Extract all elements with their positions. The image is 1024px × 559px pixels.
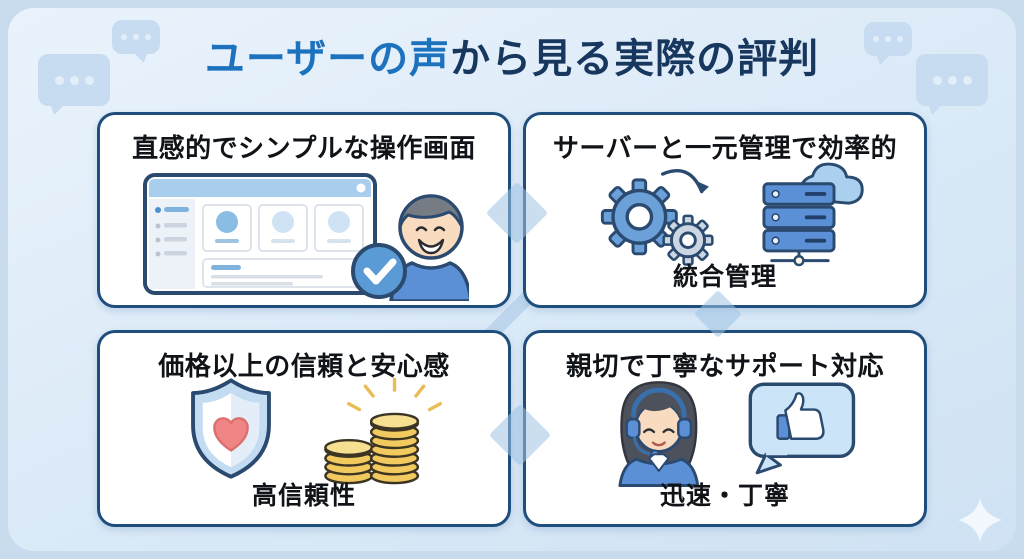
chat-bubble-icon (916, 54, 988, 106)
bubble-dot (145, 34, 151, 40)
gears-icon (600, 178, 714, 266)
dashboard-user-illustration (143, 173, 469, 301)
bubble-dot (84, 75, 94, 85)
card-support: 親切で丁寧なサポート対応 (523, 330, 927, 527)
card-trust-value: 価格以上の信頼と安心感 (97, 330, 511, 527)
coin-stacks-icon (324, 377, 442, 484)
bubble-dot (121, 34, 127, 40)
shield-coins-illustration (191, 377, 442, 484)
bubble-dot (873, 36, 879, 42)
bubble-dot (54, 75, 64, 85)
bubble-dot (962, 75, 972, 85)
card-illustration (526, 380, 924, 487)
shield-heart-icon (191, 377, 271, 479)
card-illustration (100, 165, 508, 305)
card-illustration (526, 162, 924, 267)
card-heading: 直感的でシンプルな操作画面 (132, 133, 476, 163)
card-intuitive-ui: 直感的でシンプルな操作画面 (97, 112, 511, 308)
bubble-dot (897, 36, 903, 42)
chat-bubble-icon (864, 22, 912, 56)
card-label: 迅速・丁寧 (659, 482, 790, 510)
sync-arrow-icon (661, 169, 709, 194)
card-heading: サーバーと一元管理で効率的 (552, 133, 898, 163)
card-label: 統合管理 (672, 263, 777, 291)
bubble-dot (932, 75, 942, 85)
happy-user-icon (389, 194, 469, 301)
check-badge-icon (351, 243, 407, 299)
thumbs-up-bubble-icon (748, 382, 856, 474)
bubble-dot (69, 75, 79, 85)
page-title: ユーザーの声から見る実際の評判 (0, 26, 1024, 84)
server-rack-icon (762, 182, 836, 267)
bubble-dot (133, 34, 139, 40)
card-label: 高信頼性 (251, 482, 356, 510)
card-illustration (100, 377, 508, 484)
card-heading: 価格以上の信頼と安心感 (158, 351, 450, 381)
card-server-management: サーバーと一元管理で効率的 (523, 112, 927, 308)
server-gears-illustration (600, 162, 864, 267)
support-agent-icon (618, 380, 700, 487)
chat-bubble-icon (112, 20, 160, 54)
bubble-dot (947, 75, 957, 85)
dashboard-screen-icon (143, 173, 377, 295)
card-heading: 親切で丁寧なサポート対応 (565, 351, 884, 381)
bubble-dot (885, 36, 891, 42)
title-highlight: ユーザーの声 (204, 37, 451, 81)
sparkle-icon (958, 498, 1002, 542)
support-illustration (618, 380, 856, 487)
title-rest: から見る実際の評判 (450, 37, 820, 81)
chat-bubble-icon (38, 54, 110, 106)
